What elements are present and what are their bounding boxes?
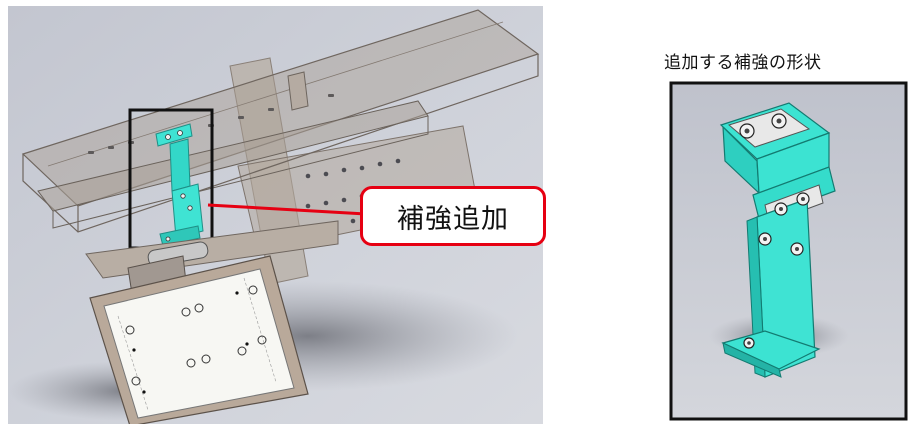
callout-label: 補強追加 (397, 203, 509, 235)
bracket-foot-edge (722, 342, 782, 378)
panel-dots (132, 291, 249, 394)
lower-channel-edge (52, 116, 429, 229)
mounting-panel (89, 255, 309, 424)
tray-inner-edge (47, 21, 504, 167)
detail-title: 追加する補強の形状 (664, 53, 822, 73)
bracket-bolts (165, 130, 193, 242)
bolt-centers (744, 118, 805, 345)
panel-holes (125, 285, 267, 386)
bracket-render (669, 81, 908, 421)
reinforcement-bracket (155, 123, 204, 247)
top-clip (287, 71, 309, 111)
callout-leader-line (207, 203, 367, 216)
callout-box: 補強追加 (360, 186, 546, 246)
